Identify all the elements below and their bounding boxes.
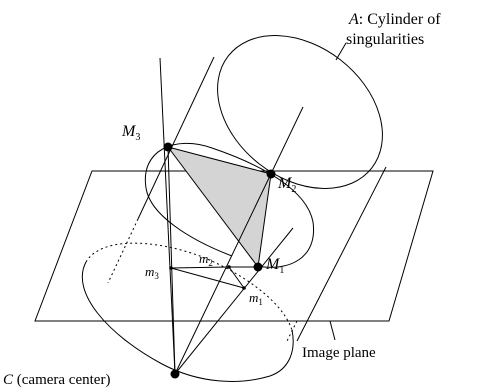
ray-C-M1	[174, 227, 294, 375]
cylinder-caption-line2: singularities	[346, 31, 424, 48]
vertical-line	[159, 57, 176, 375]
caption-leader	[335, 42, 347, 61]
cylinder-generator-left	[137, 56, 215, 220]
triangle-M	[166, 146, 272, 269]
cylinder-section-ellipse-lower	[145, 187, 233, 257]
label-camera-center: C (camera center)	[3, 372, 110, 388]
cylinder-generator-right	[296, 166, 387, 342]
label-M1: M1	[265, 256, 284, 276]
cylinder-hidden-left	[107, 218, 139, 284]
cylinder-caption: A: Cylinder of	[348, 11, 441, 28]
edge-m2-m1	[228, 266, 245, 289]
point-m1	[242, 286, 246, 290]
point-C	[170, 369, 180, 379]
label-m1: m1	[249, 290, 263, 307]
ray-C-M2	[174, 106, 304, 375]
edge-m3-m2	[170, 266, 230, 269]
edge-m3-m1	[170, 267, 245, 289]
ray-C-M3	[167, 146, 176, 375]
label-m2: m2	[199, 251, 213, 268]
point-m2	[227, 265, 231, 269]
cylinder-bottom-ellipse-hidden	[85, 242, 293, 331]
image-plane-leader	[329, 320, 336, 341]
label-image-plane: Image plane	[302, 345, 376, 361]
point-M1	[253, 262, 263, 272]
cylinder-bottom-ellipse	[81, 261, 294, 382]
point-M2	[266, 169, 276, 179]
label-m3: m3	[145, 264, 159, 281]
point-M3	[163, 142, 173, 152]
label-M2: M2	[277, 175, 296, 195]
label-M3: M3	[121, 123, 140, 143]
point-m3	[169, 266, 173, 270]
cylinder-top-ellipse	[217, 35, 383, 189]
